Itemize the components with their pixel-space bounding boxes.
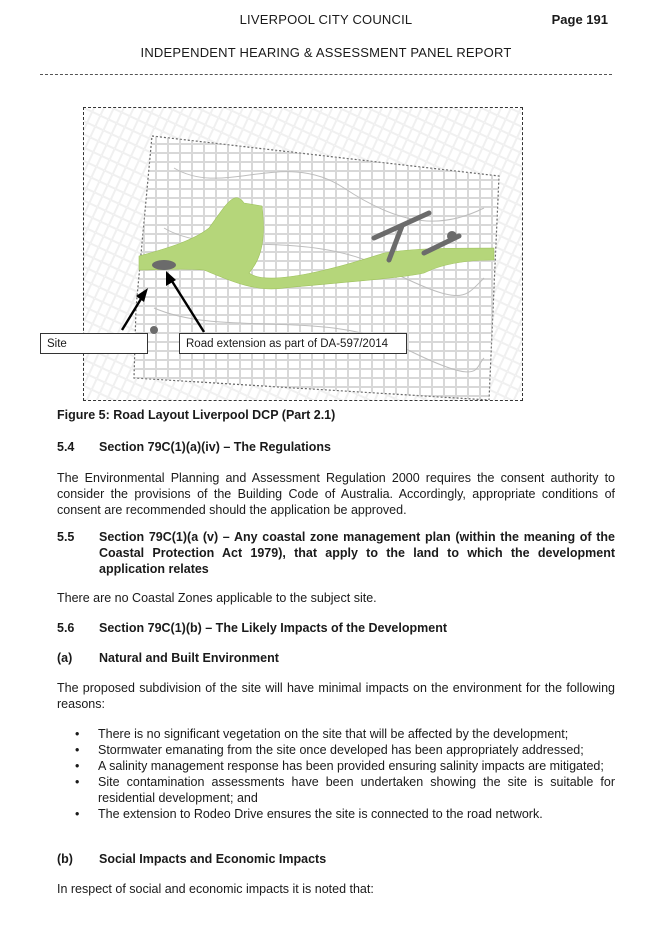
figure-caption: Figure 5: Road Layout Liverpool DCP (Par…: [57, 408, 336, 422]
impact-reasons-list: •There is no significant vegetation on t…: [57, 726, 615, 822]
road-extension-callout: Road extension as part of DA-597/2014: [179, 333, 407, 354]
section-number: 5.5: [57, 530, 75, 544]
list-item: •Site contamination assessments have bee…: [75, 775, 615, 805]
report-title: INDEPENDENT HEARING & ASSESSMENT PANEL R…: [140, 45, 512, 60]
road-layout-figure: [83, 107, 523, 401]
subsection-a-paragraph: The proposed subdivision of the site wil…: [57, 681, 615, 711]
list-item: •Stormwater emanating from the site once…: [75, 743, 584, 757]
subsection-number: (a): [57, 651, 73, 665]
site-callout: Site: [40, 333, 148, 354]
road-extension-marker: [152, 260, 176, 270]
section-5-5-paragraph: There are no Coastal Zones applicable to…: [57, 591, 377, 605]
page-number: Page 191: [551, 12, 608, 27]
subsection-b-paragraph: In respect of social and economic impact…: [57, 882, 374, 896]
subsection-title: Natural and Built Environment: [99, 651, 279, 665]
section-number: 5.6: [57, 621, 75, 635]
subsection-number: (b): [57, 852, 73, 866]
section-5-4-paragraph: The Environmental Planning and Assessmen…: [57, 471, 615, 517]
council-name: LIVERPOOL CITY COUNCIL: [239, 12, 413, 27]
road-layout-map: [84, 108, 522, 400]
section-number: 5.4: [57, 440, 75, 454]
subsection-title: Social Impacts and Economic Impacts: [99, 852, 327, 866]
list-item: •A salinity management response has been…: [75, 759, 604, 773]
header-divider: [40, 74, 612, 75]
section-title: Section 79C(1)(a (v) – Any coastal zone …: [99, 530, 615, 576]
list-item: •There is no significant vegetation on t…: [75, 727, 569, 741]
section-title: Section 79C(1)(a)(iv) – The Regulations: [99, 440, 331, 454]
section-title: Section 79C(1)(b) – The Likely Impacts o…: [99, 621, 447, 635]
list-item: •The extension to Rodeo Drive ensures th…: [75, 807, 543, 821]
green-corridor: [138, 197, 495, 290]
